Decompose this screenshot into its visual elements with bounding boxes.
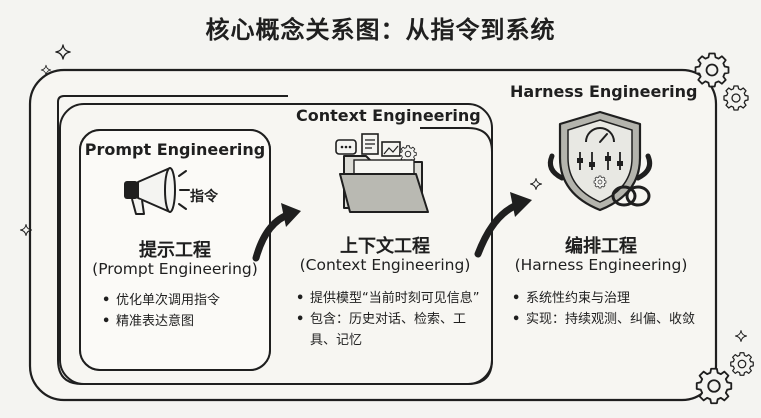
context-frame (59, 103, 493, 385)
gear-icon (730, 352, 754, 376)
gear-icon (695, 367, 733, 405)
gear-icon (694, 52, 730, 88)
harness-box-title: Harness Engineering (510, 82, 698, 101)
shield-icon (547, 110, 653, 212)
megaphone-icon (124, 167, 190, 215)
context-cn-name: 上下文工程 (340, 236, 430, 257)
list-item: 实现：持续观测、纠偏、收敛 (512, 309, 698, 330)
arrow-icon (474, 192, 532, 258)
list-item: 系统性约束与治理 (512, 288, 698, 309)
prompt-bullets: 优化单次调用指令 精准表达意图 (102, 290, 266, 332)
gear-icon (723, 85, 749, 111)
list-item: 优化单次调用指令 (102, 290, 266, 311)
prompt-icon-label: 指令 (190, 189, 218, 205)
context-box-title: Context Engineering (296, 106, 481, 125)
harness-bullets: 系统性约束与治理 实现：持续观测、纠偏、收敛 (512, 288, 698, 330)
list-item: 精准表达意图 (102, 311, 266, 332)
list-item: 提供模型“当前时刻可见信息” (296, 288, 480, 309)
context-en-name: (Context Engineering) (299, 256, 471, 274)
harness-en-name: (Harness Engineering) (514, 256, 688, 274)
prompt-box-title: Prompt Engineering (84, 140, 266, 159)
list-item: 包含：历史对话、检索、工具、记忆 (296, 309, 480, 351)
harness-cn-name: 编排工程 (565, 236, 637, 257)
prompt-en-name: (Prompt Engineering) (92, 260, 258, 278)
prompt-cn-name: 提示工程 (139, 240, 211, 261)
sparkle-icon (734, 329, 748, 343)
arrow-icon (252, 203, 301, 262)
sparkle-icon (55, 44, 71, 60)
folder-icon (335, 133, 429, 213)
page-title: 核心概念关系图：从指令到系统 (205, 16, 556, 44)
context-bullets: 提供模型“当前时刻可见信息” 包含：历史对话、检索、工具、记忆 (296, 288, 480, 351)
